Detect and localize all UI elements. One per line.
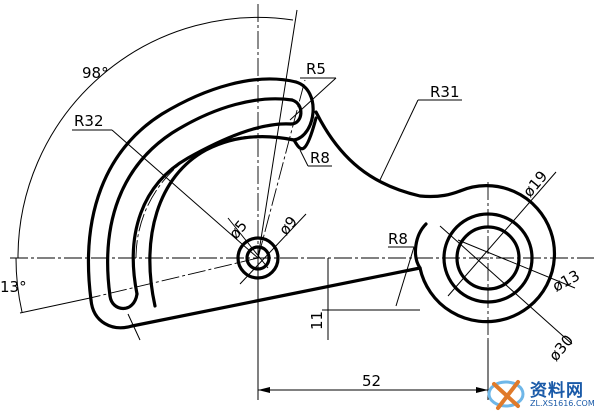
slot-inner-outline xyxy=(106,97,303,311)
dimension-lines xyxy=(15,9,576,400)
label-r8-bottom: R8 xyxy=(388,230,408,248)
slot-inner-outer-edge xyxy=(106,97,294,298)
label-dim11: 11 xyxy=(308,311,326,330)
boss-outer-arc xyxy=(418,184,557,324)
dia5-leader xyxy=(227,217,269,269)
boss-dia13-circle xyxy=(455,225,521,291)
angle-13-ext xyxy=(19,297,91,314)
dia13-leader xyxy=(457,239,576,289)
slot-inner-top-cap xyxy=(289,98,303,126)
label-r32: R32 xyxy=(74,112,104,130)
label-dia30: ø30 xyxy=(545,331,577,364)
part-outline xyxy=(86,77,557,330)
label-r8-top: R8 xyxy=(310,149,330,167)
slot-inner-arc xyxy=(148,135,296,308)
watermark-url: ZL.XS1616.COM xyxy=(530,399,595,408)
boss-dia19-circle xyxy=(442,212,534,304)
watermark-title: 资料网 xyxy=(530,381,584,401)
angle-13-arc xyxy=(15,257,23,313)
label-r5: R5 xyxy=(306,60,326,78)
label-r31: R31 xyxy=(430,83,460,101)
r5-leader xyxy=(289,77,337,121)
dim52-arrow-right xyxy=(476,387,488,393)
slot-inner-inner-edge xyxy=(131,122,293,296)
dim52-arrow-left xyxy=(258,387,270,393)
r8-top-leader xyxy=(299,149,309,167)
slot-arc-center-line xyxy=(135,135,294,259)
angle-98-arc xyxy=(17,16,294,259)
dia9-leader xyxy=(239,213,307,285)
label-dia5: ø5 xyxy=(225,217,251,243)
r31-upper-edge xyxy=(314,110,462,199)
dimension-labels: 98° 13° R5 R31 R32 R8 R8 ø5 ø9 ø19 ø13 ø… xyxy=(0,60,583,390)
r32-leader xyxy=(111,129,259,259)
slot-end-leader xyxy=(127,313,141,341)
label-angle-13: 13° xyxy=(0,278,27,296)
label-dim52: 52 xyxy=(362,372,381,390)
dia19-leader xyxy=(447,171,557,297)
angle-98-ray xyxy=(257,79,306,259)
label-dia13: ø13 xyxy=(549,266,582,295)
r8-upper-fillet xyxy=(292,116,318,151)
angle-13-ray xyxy=(89,257,259,299)
slot-outer-arc xyxy=(86,77,298,302)
slot-bottom-end xyxy=(89,298,134,330)
boss-circles xyxy=(442,212,534,304)
lower-edge-line xyxy=(130,266,422,328)
xs-logo-icon xyxy=(487,380,525,410)
slot-top-end-outer xyxy=(292,80,315,142)
r8-boss-fillet xyxy=(413,222,428,270)
center-lines xyxy=(10,4,594,345)
r31-leader xyxy=(379,99,419,181)
watermark-logo: 资料网 ZL.XS1616.COM xyxy=(486,374,608,414)
label-angle-98: 98° xyxy=(82,64,109,82)
label-dia9: ø9 xyxy=(275,213,301,239)
dia30-leader xyxy=(439,225,573,345)
r8-bottom-leader xyxy=(395,246,415,307)
slot-inner-bottom-cap xyxy=(108,292,139,311)
angle-98-ext xyxy=(257,9,298,259)
